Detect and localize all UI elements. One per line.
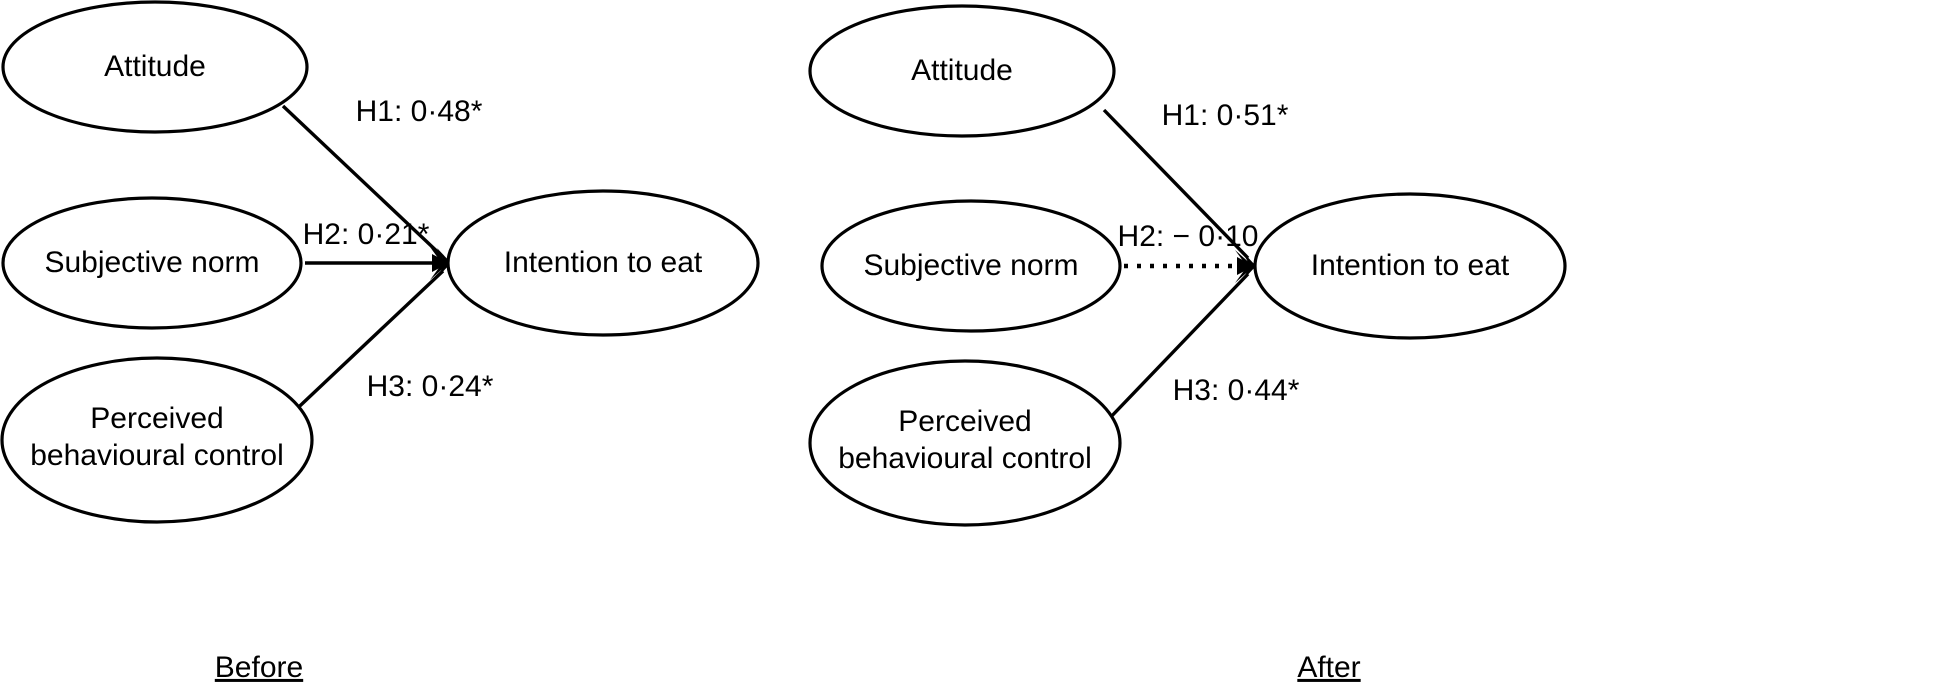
node-before-subjective-norm[interactable] (1, 196, 303, 330)
node-before-pbc-label-line1: Perceived (90, 402, 223, 435)
node-before-pbc[interactable] (0, 356, 314, 524)
edge-label-before-h1: H1: 0·48* (356, 95, 483, 128)
node-after-pbc-label-line2: behavioural control (838, 442, 1092, 475)
node-after-attitude[interactable] (808, 4, 1116, 138)
node-after-subjective-norm[interactable] (820, 199, 1122, 333)
node-after-intention-label: Intention to eat (1311, 249, 1510, 282)
edge-after-h3-line (1104, 272, 1250, 424)
node-before-pbc-label-line2: behavioural control (30, 439, 284, 472)
node-before-attitude-label: Attitude (104, 50, 206, 83)
arrow-head-before-h2 (432, 254, 449, 272)
edge-label-after-h2: H2: − 0·10 (1118, 220, 1259, 253)
edge-label-after-h1: H1: 0·51* (1162, 99, 1289, 132)
node-after-intention[interactable] (1253, 192, 1567, 340)
node-after-attitude-label: Attitude (911, 54, 1013, 87)
node-after-pbc-label-line1: Perceived (898, 405, 1031, 438)
panel-caption-before: Before (215, 651, 303, 684)
node-after-pbc[interactable] (808, 359, 1122, 527)
node-before-intention-label: Intention to eat (504, 246, 703, 279)
node-after-subjective-norm-label: Subjective norm (863, 249, 1078, 282)
edge-before-h3-line (284, 269, 445, 421)
edge-before-h1-line (281, 104, 445, 259)
edge-label-before-h2: H2: 0·21* (303, 218, 430, 251)
arrow-head-after-h2 (1237, 257, 1254, 275)
edge-label-before-h3: H3: 0·24* (367, 370, 494, 403)
arrow-head-after-merge (1242, 251, 1256, 281)
edge-label-after-h3: H3: 0·44* (1173, 374, 1300, 407)
panel-before: Attitude Subjective norm Perceived behav… (0, 0, 760, 684)
panel-caption-after: After (1297, 651, 1360, 684)
node-before-intention[interactable] (446, 189, 760, 337)
edge-after-h1-line (1102, 108, 1250, 260)
node-before-attitude[interactable] (1, 0, 309, 134)
node-before-subjective-norm-label: Subjective norm (44, 246, 259, 279)
panel-after: Attitude Subjective norm Perceived behav… (808, 4, 1567, 684)
